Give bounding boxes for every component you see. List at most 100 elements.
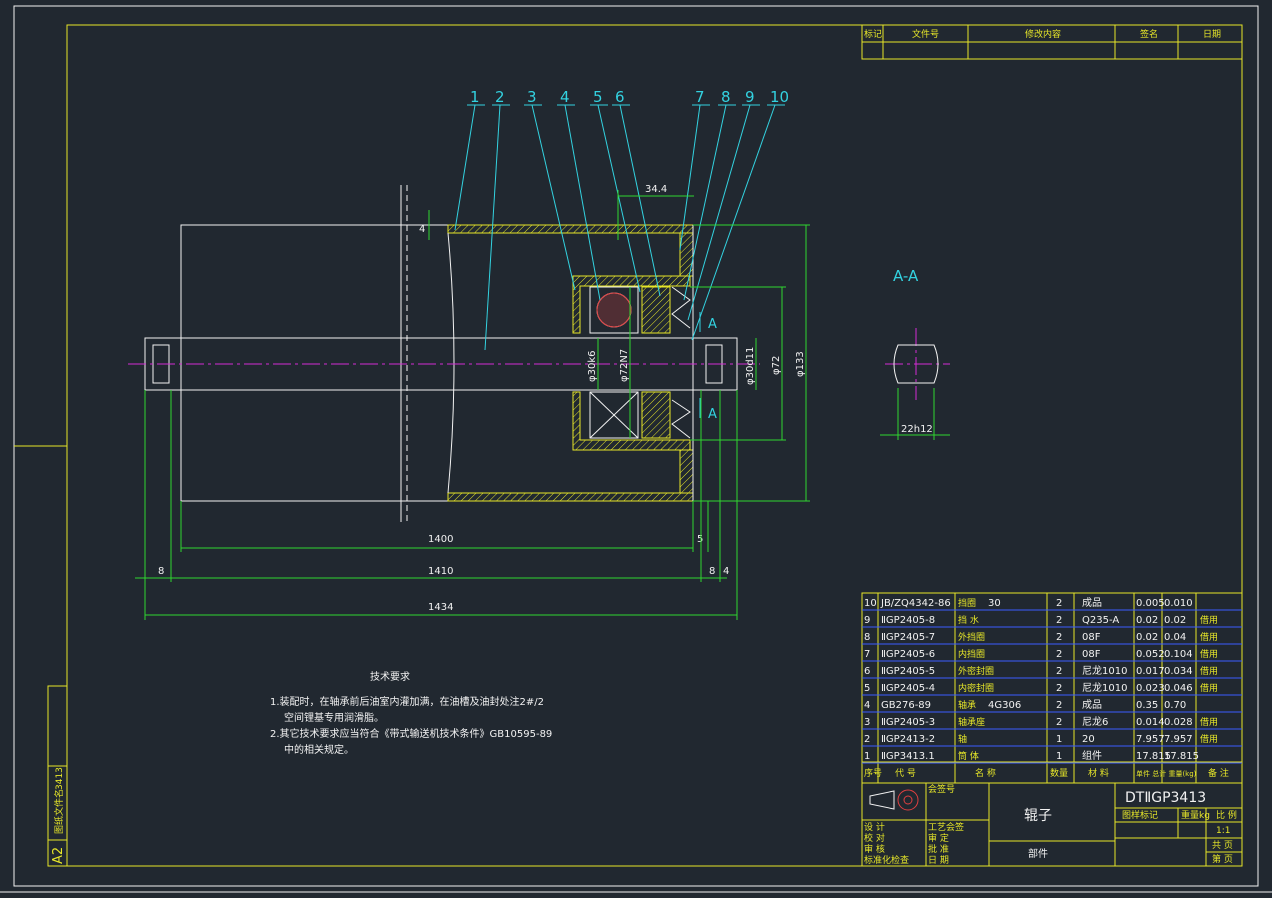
section-marks: A A [699, 312, 717, 422]
bom-cell-name: 轴 [958, 733, 967, 745]
dim-5: 5 [697, 534, 703, 545]
tb-scale: 1:1 [1216, 826, 1230, 836]
bom-cell-no: 5 [864, 683, 870, 694]
bom-cell-name: 轴承座 [958, 716, 985, 728]
balloon-5: 5 [593, 88, 603, 106]
tb-mark-label: 图样标记 [1122, 809, 1158, 821]
bom-cell-code: ⅡGP2405-5 [881, 666, 935, 677]
leader-10 [691, 104, 776, 341]
bom-h-qty: 数量 [1050, 767, 1068, 779]
balloon-6: 6 [615, 88, 625, 106]
notes-title: 技术要求 [370, 670, 410, 683]
leader-5 [597, 104, 641, 293]
balloon-10: 10 [770, 88, 789, 106]
tb-sheet-no: 第 页 [1212, 853, 1233, 865]
notes-line2: 2.其它技术要求应当符合《带式输送机技术条件》GB10595-89 [270, 727, 552, 740]
bom-cell-qty: 2 [1056, 598, 1062, 609]
bom-cell-w2: 0.034 [1164, 666, 1193, 677]
tb-check: 校 对 [864, 832, 885, 844]
dim-34-4: 34.4 [645, 184, 667, 195]
bom-cell-code: ⅡGP2405-4 [881, 683, 935, 694]
leader-4 [564, 104, 601, 301]
bom-cell-mat: 08F [1082, 649, 1101, 660]
bom-cell-w1: 0.017 [1136, 666, 1165, 677]
bom-h-no: 序号 [864, 767, 882, 779]
section-title: A-A [893, 267, 919, 285]
bom-cell-w1: 0.005 [1136, 598, 1165, 609]
tb-review: 审 核 [864, 843, 885, 855]
bom-cell-w1: 0.014 [1136, 717, 1165, 728]
bom-cell-no: 6 [864, 666, 870, 677]
bom-cell-qty: 2 [1056, 632, 1062, 643]
dim-phi133: φ133 [795, 351, 806, 377]
bom-cell-mat: 成品 [1082, 699, 1102, 711]
bom-cell-spec: 4G306 [988, 700, 1021, 711]
bom-cell-no: 9 [864, 615, 870, 626]
balloon-4: 4 [560, 88, 570, 106]
bom-cell-w2: 0.010 [1164, 598, 1193, 609]
rev-h0: 标记 [864, 28, 882, 40]
bom-cell-mat: 08F [1082, 632, 1101, 643]
bom-cell-name: 内挡圈 [958, 648, 985, 660]
bom-cell-note: 借用 [1200, 682, 1218, 694]
bom-h-note: 备 注 [1208, 767, 1229, 779]
tb-part-name: 辊子 [1024, 808, 1052, 824]
bom-cell-no: 7 [864, 649, 870, 660]
notes-line1b: 空间锂基专用润滑脂。 [284, 711, 384, 724]
bom-cell-w2: 0.046 [1164, 683, 1193, 694]
leader-7 [679, 104, 701, 251]
bom-cell-mat: 尼龙1010 [1082, 664, 1127, 677]
bom-cell-note: 借用 [1200, 614, 1218, 626]
notes-line1: 1.装配时，在轴承前后油室内灌加满，在油槽及油封处注2#/2 [270, 695, 544, 708]
bom-cell-w1: 0.052 [1136, 649, 1165, 660]
bom-cell-qty: 2 [1056, 700, 1062, 711]
side-strip-size: A2 [51, 847, 66, 864]
bom-cell-name: 筒 体 [958, 750, 979, 762]
dim-1434: 1434 [428, 602, 453, 613]
bom-cell-qty: 2 [1056, 615, 1062, 626]
bom-cell-qty: 2 [1056, 683, 1062, 694]
section-a-a: A-A 22h12 [880, 267, 950, 440]
bom-cell-w2: 0.028 [1164, 717, 1193, 728]
tb-approve: 批 准 [928, 843, 949, 855]
dim-4: 4 [419, 224, 425, 235]
bom-cell-w2: 0.02 [1164, 615, 1186, 626]
balloon-2: 2 [495, 88, 505, 106]
dim-8-left: 8 [158, 566, 164, 577]
dim-phi30d11: φ30d11 [745, 347, 756, 385]
tb-sheets-total: 共 页 [1212, 840, 1233, 851]
bom-cell-qty: 2 [1056, 649, 1062, 660]
bom-cell-name: 内密封圈 [958, 682, 994, 694]
tb-weight-unit: kg [1199, 811, 1210, 821]
bom-cell-mat: 20 [1082, 734, 1095, 745]
bom-cell-mat: Q235-A [1082, 615, 1119, 626]
bom-cell-no: 8 [864, 632, 870, 643]
bom-h-mat: 材 料 [1088, 767, 1109, 779]
bom-cell-no: 1 [864, 751, 870, 762]
bom-cell-w2: 0.104 [1164, 649, 1193, 660]
bom-cell-qty: 2 [1056, 717, 1062, 728]
bom-cell-mat: 尼龙6 [1082, 715, 1108, 728]
bom-h-weight: 单件 总计 重量(kg) [1136, 769, 1197, 778]
bom-cell-code: ⅡGP2405-7 [881, 632, 935, 643]
bom-cell-mat: 组件 [1082, 749, 1102, 762]
balloon-7: 7 [695, 88, 705, 106]
bom-cell-name: 轴承 [958, 699, 976, 711]
leader-8 [683, 104, 727, 301]
bom-cell-w1: 0.35 [1136, 700, 1158, 711]
bom-cell-w2: 17.815 [1164, 751, 1199, 762]
balloon-9: 9 [745, 88, 755, 106]
dim-8-right: 8 [709, 566, 715, 577]
title-block: 会签号 设 计 校 对 审 核 标准化检查 工艺会签 审 定 批 准 日 期 辊… [861, 782, 1243, 867]
bom-cell-w1: 7.957 [1136, 734, 1165, 745]
bom-cell-no: 3 [864, 717, 870, 728]
side-strip-code: 3413 [55, 767, 65, 790]
dim-phi72: φ72 [771, 356, 782, 375]
balloon-8: 8 [721, 88, 731, 106]
leader-6 [619, 104, 661, 297]
bom-cell-code: ⅡGP3413.1 [881, 751, 935, 762]
bom-cell-w1: 17.815 [1136, 751, 1171, 762]
dim-phi30k6: φ30k6 [587, 351, 598, 382]
bom-cell-name: 外密封圈 [958, 665, 994, 677]
